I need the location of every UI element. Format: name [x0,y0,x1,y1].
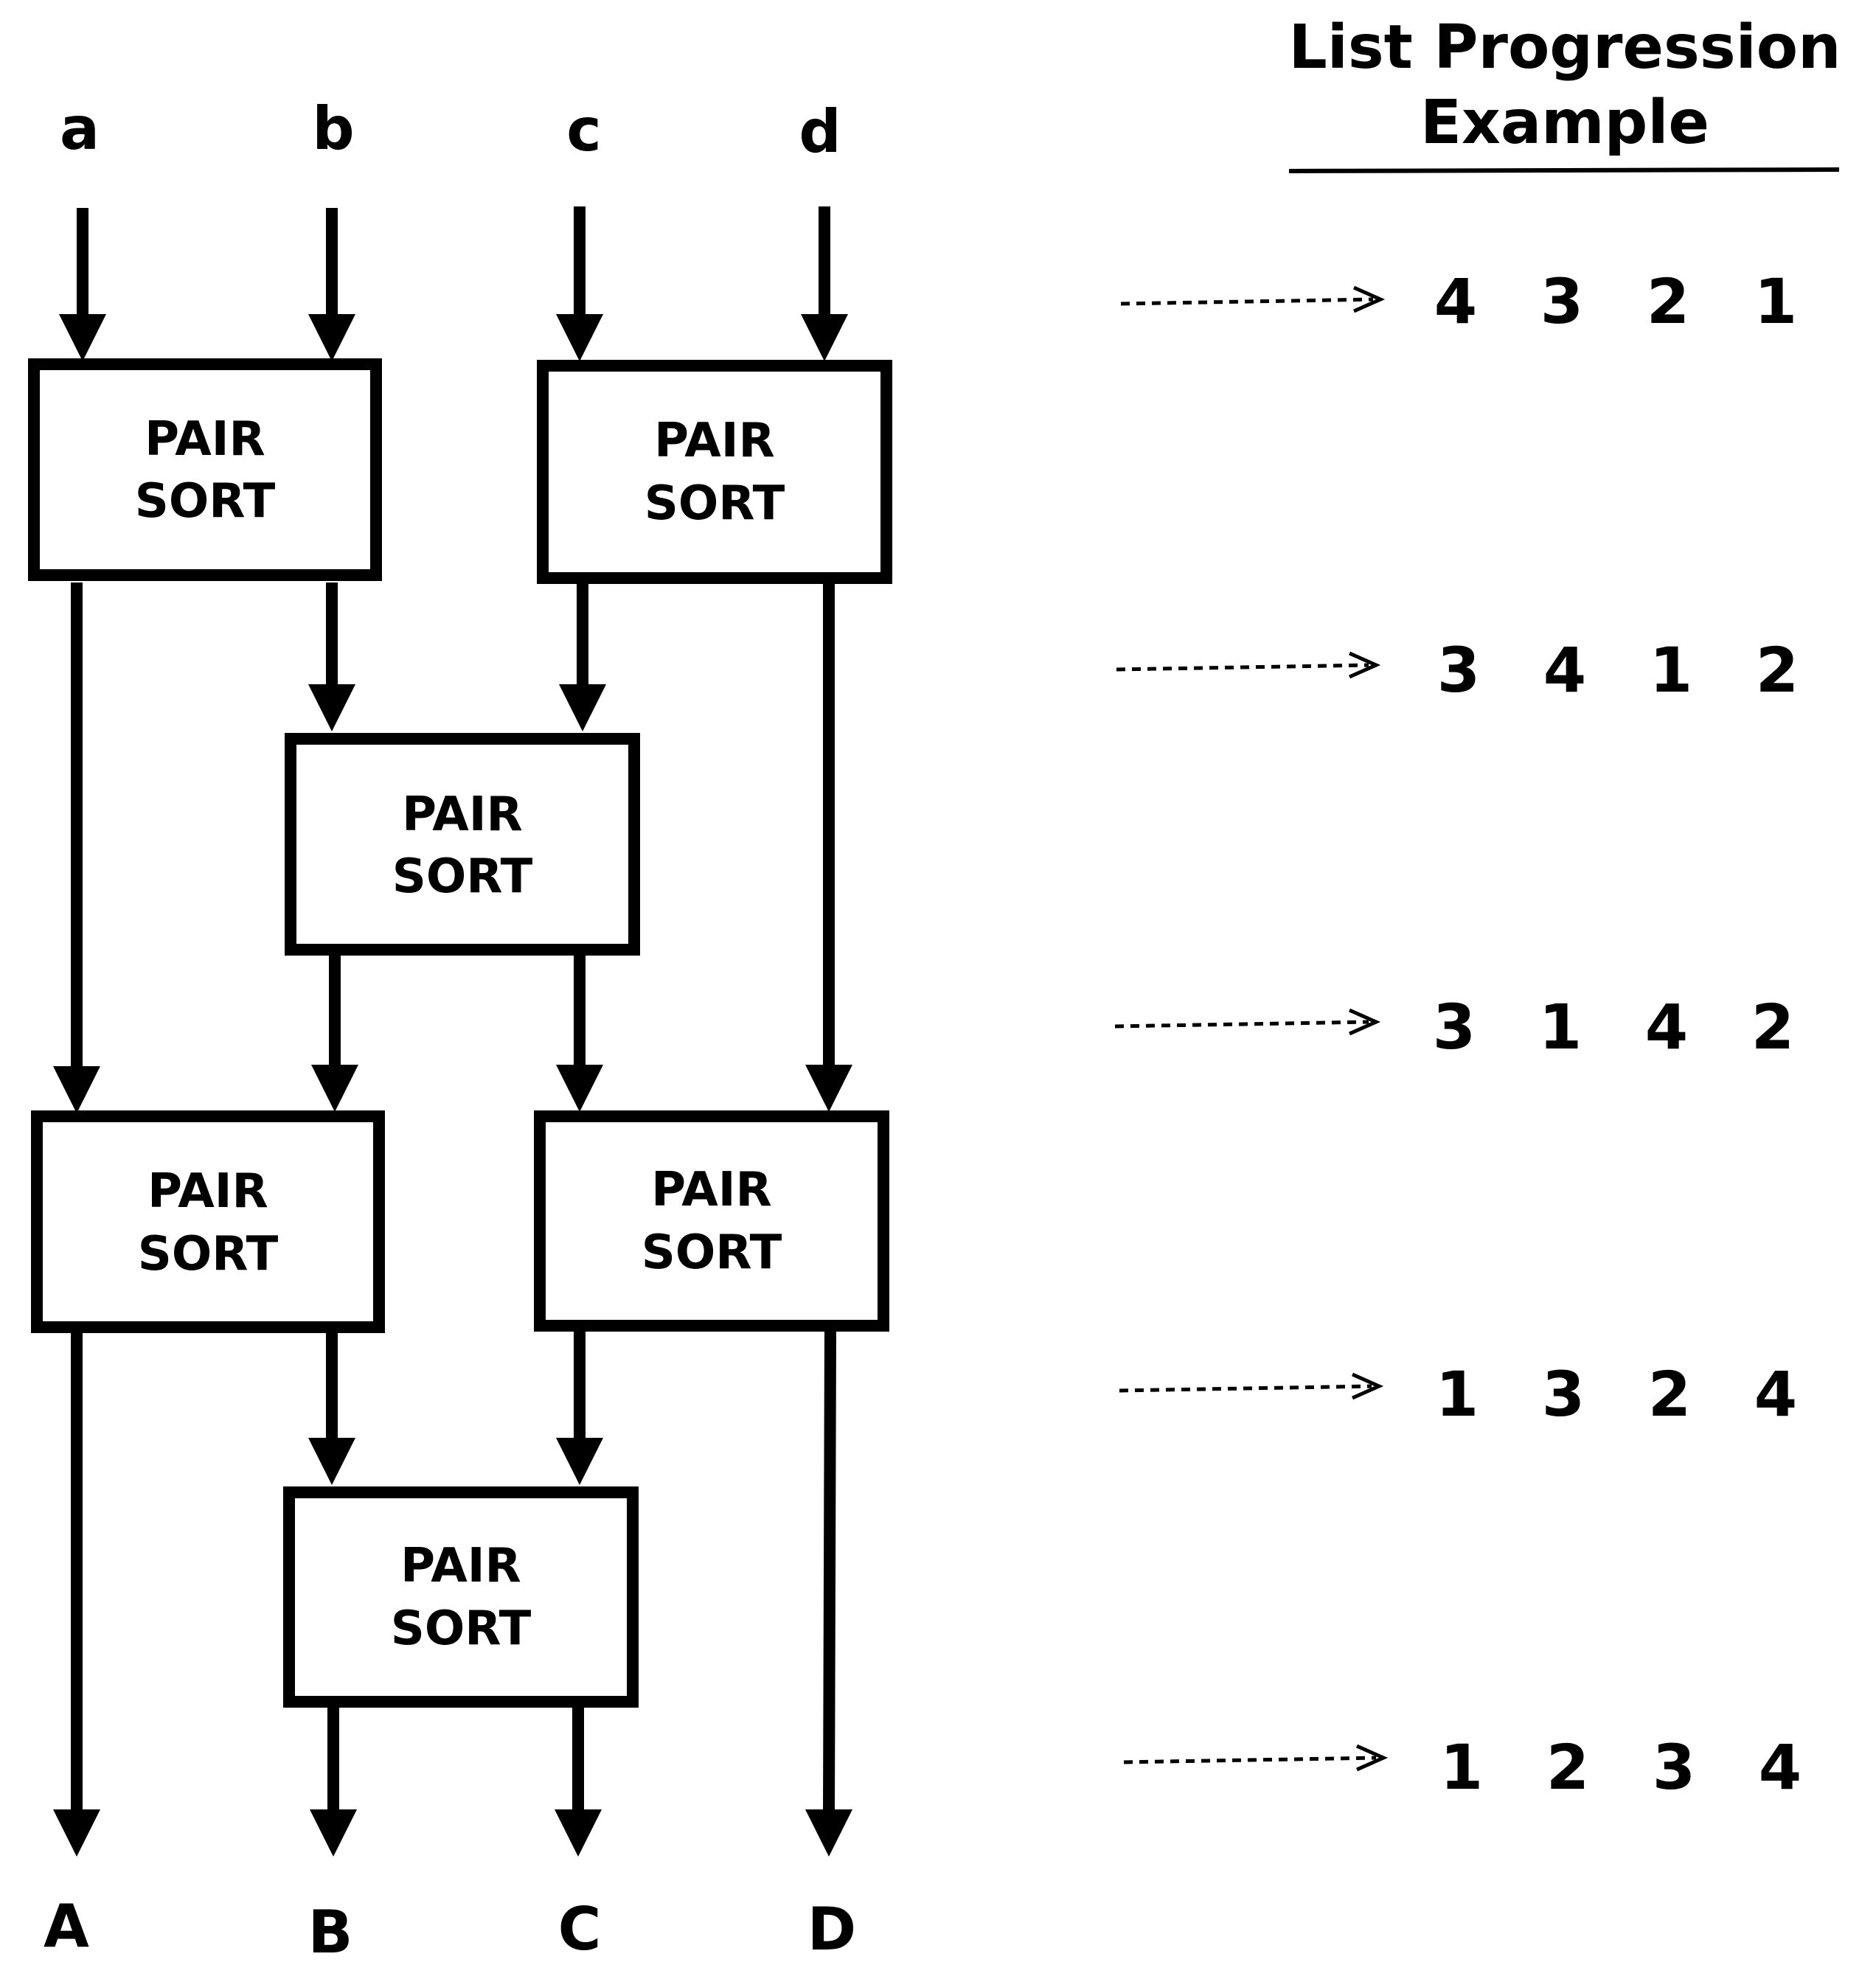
pair-sort-box-stage4-middle [283,1486,639,1708]
pair-sort-box-stage1-right [537,360,892,584]
output-arrowhead-a [53,1809,100,1857]
progression-row: 1 3 2 4 [1119,1358,1797,1430]
arrowhead-lane-b-s3 [311,1065,358,1112]
progression-value: 2 [1751,991,1794,1063]
dotted-pointer-line [1123,1756,1377,1764]
pair-sort-box: PAIR SORT [28,358,382,581]
arrowhead-lane-c-s4 [556,1438,603,1485]
output-label-d: D [807,1895,856,1964]
pair-sort-label-line2: SORT [645,476,785,531]
input-label-d: d [799,97,841,166]
progression-value: 1 [1650,634,1692,706]
pair-sort-label-line1: PAIR [145,412,265,467]
output-labels: A B C D [44,1892,856,1966]
pair-sort-label-line1: PAIR [147,1164,268,1219]
progression-row: 1 2 3 4 [1123,1731,1802,1804]
dotted-pointer-arrowhead [1352,285,1386,313]
input-arrows [59,206,848,361]
progression-value: 4 [1434,265,1477,338]
pair-sort-label-line2: SORT [642,1225,782,1280]
pair-sort-box: PAIR SORT [534,1110,889,1332]
input-arrowhead-a [59,314,106,361]
input-labels: a b c d [60,94,841,166]
input-arrowhead-c [556,314,603,361]
progression-value: 2 [1647,265,1689,338]
arrowhead-lane-c-s2 [559,684,606,731]
pair-sort-label-line1: PAIR [400,1539,521,1593]
progression-row: 3 4 1 2 [1116,634,1799,706]
progression-row: 3 1 4 2 [1114,991,1794,1063]
pair-sort-box: PAIR SORT [285,733,640,956]
input-label-a: a [60,94,100,163]
arrowhead-lane-b-s4 [308,1438,355,1485]
pair-sort-box-stage3-left [31,1110,385,1333]
list-progression-panel: List Progression Example 4 3 2 1 3 4 1 2… [1114,13,1841,1804]
pair-sort-box-stage3-right [534,1110,889,1332]
progression-value: 1 [1436,1358,1479,1430]
pair-sort-box-stage2-middle [285,733,640,956]
progression-value: 3 [1540,265,1583,338]
dotted-pointer-line [1116,663,1369,672]
pair-sort-label-line2: SORT [391,1601,532,1656]
output-arrowhead-d [805,1809,852,1857]
progression-value: 3 [1437,634,1480,706]
progression-value: 2 [1756,634,1799,706]
progression-value: 2 [1648,1358,1691,1430]
dotted-pointer-arrowhead [1351,1372,1384,1400]
output-arrowhead-c [555,1809,602,1857]
input-label-b: b [312,94,354,163]
progression-title-underline [1288,167,1840,173]
output-label-a: A [44,1892,89,1961]
arrowhead-lane-a-s3 [53,1066,100,1113]
pair-sort-label-line1: PAIR [402,787,523,842]
output-arrows [53,1331,852,1857]
progression-value: 1 [1440,1731,1483,1804]
arrowhead-lane-d-s3 [805,1065,852,1112]
output-label-c: C [558,1895,602,1964]
output-arrowhead-b [310,1809,357,1857]
arrowhead-lane-b-s2 [308,684,355,731]
dotted-pointer-arrowhead [1355,1744,1389,1772]
output-label-b: B [308,1898,353,1966]
pair-sort-label-line2: SORT [138,1227,279,1281]
progression-title-line2: Example [1420,88,1709,158]
dotted-pointer-arrowhead [1348,651,1381,679]
progression-row: 4 3 2 1 [1120,265,1797,338]
input-arrowhead-b [308,314,355,361]
pair-sort-box: PAIR SORT [537,360,892,584]
progression-value: 4 [1543,634,1586,706]
arrowhead-lane-c-s3 [556,1065,603,1112]
pair-sort-box-stage1-left [28,358,382,581]
dotted-pointer-line [1120,297,1374,306]
pair-sort-box: PAIR SORT [31,1110,385,1333]
dotted-pointer-arrowhead [1348,1008,1381,1036]
progression-value: 4 [1759,1731,1802,1804]
input-arrowhead-d [801,314,848,361]
progression-value: 3 [1653,1731,1695,1804]
progression-value: 1 [1539,991,1582,1063]
progression-value: 1 [1754,265,1797,338]
pair-sort-label-line2: SORT [135,474,276,529]
pair-sort-label-line1: PAIR [654,414,775,468]
progression-value: 3 [1542,1358,1585,1430]
output-wire-d [823,1331,836,1815]
input-label-c: c [566,96,601,164]
pair-sort-label-line1: PAIR [651,1163,772,1217]
pair-sort-label-line2: SORT [392,849,533,904]
dotted-pointer-line [1119,1384,1372,1393]
dotted-pointer-line [1114,1020,1369,1029]
progression-title-line1: List Progression [1289,13,1841,83]
network-wires [53,582,852,1485]
progression-value: 4 [1645,991,1688,1063]
progression-value: 4 [1754,1358,1797,1430]
progression-value: 2 [1546,1731,1589,1804]
progression-value: 3 [1433,991,1476,1063]
pair-sort-box: PAIR SORT [283,1486,639,1708]
